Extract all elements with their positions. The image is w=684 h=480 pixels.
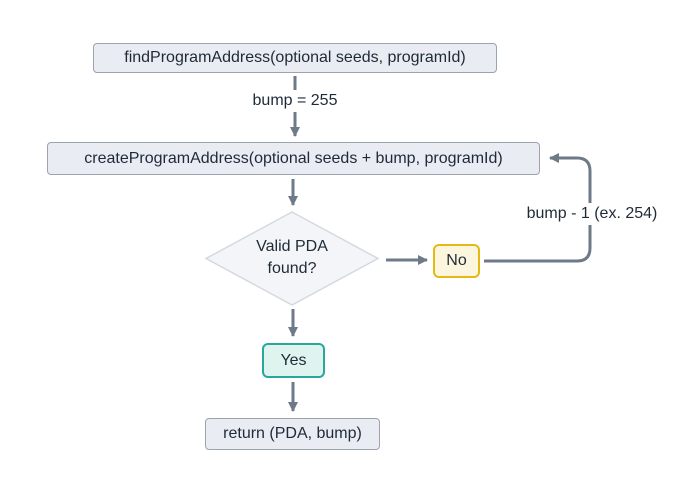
node-find-program-address: findProgramAddress(optional seeds, progr… [93, 43, 497, 73]
label-bump-init: bump = 255 [246, 90, 344, 112]
node-create-program-address: createProgramAddress(optional seeds + bu… [47, 142, 540, 175]
node-return: return (PDA, bump) [205, 418, 380, 450]
node-no: No [433, 244, 480, 278]
label-bump-decrement: bump - 1 (ex. 254) [520, 203, 664, 225]
decision-diamond [204, 211, 380, 306]
node-yes: Yes [262, 343, 325, 378]
decision-label: Valid PDA found? [256, 238, 328, 277]
